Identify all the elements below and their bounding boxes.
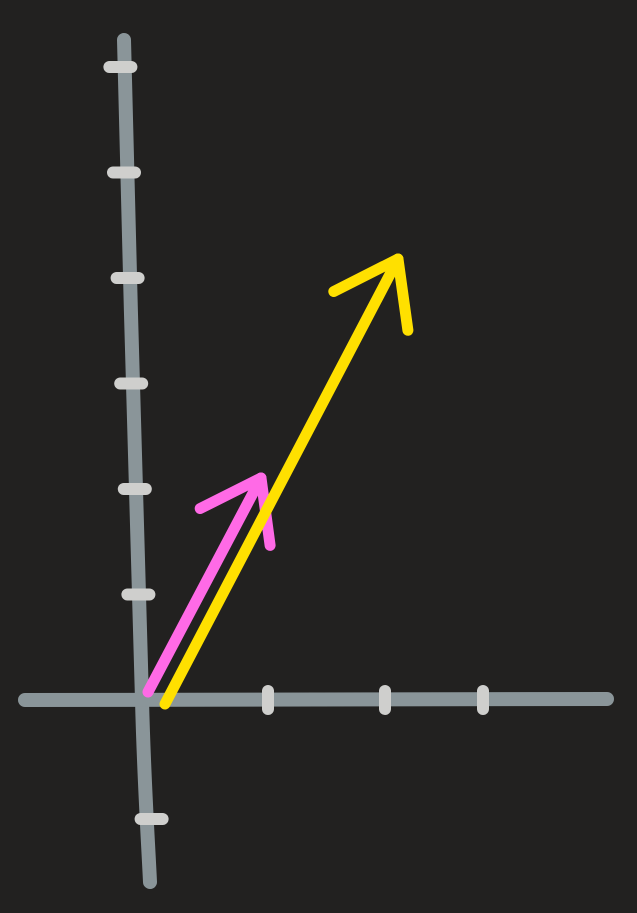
vector-b-arrowhead bbox=[328, 253, 414, 336]
vector-a bbox=[142, 472, 276, 698]
vector-a-arrowhead bbox=[194, 472, 276, 551]
vector-b-shaft bbox=[159, 253, 404, 710]
vectors bbox=[142, 253, 414, 710]
vector-b bbox=[159, 253, 414, 710]
vector-a-shaft bbox=[142, 472, 267, 698]
x-axis bbox=[18, 691, 614, 707]
axis-ticks bbox=[103, 61, 489, 825]
